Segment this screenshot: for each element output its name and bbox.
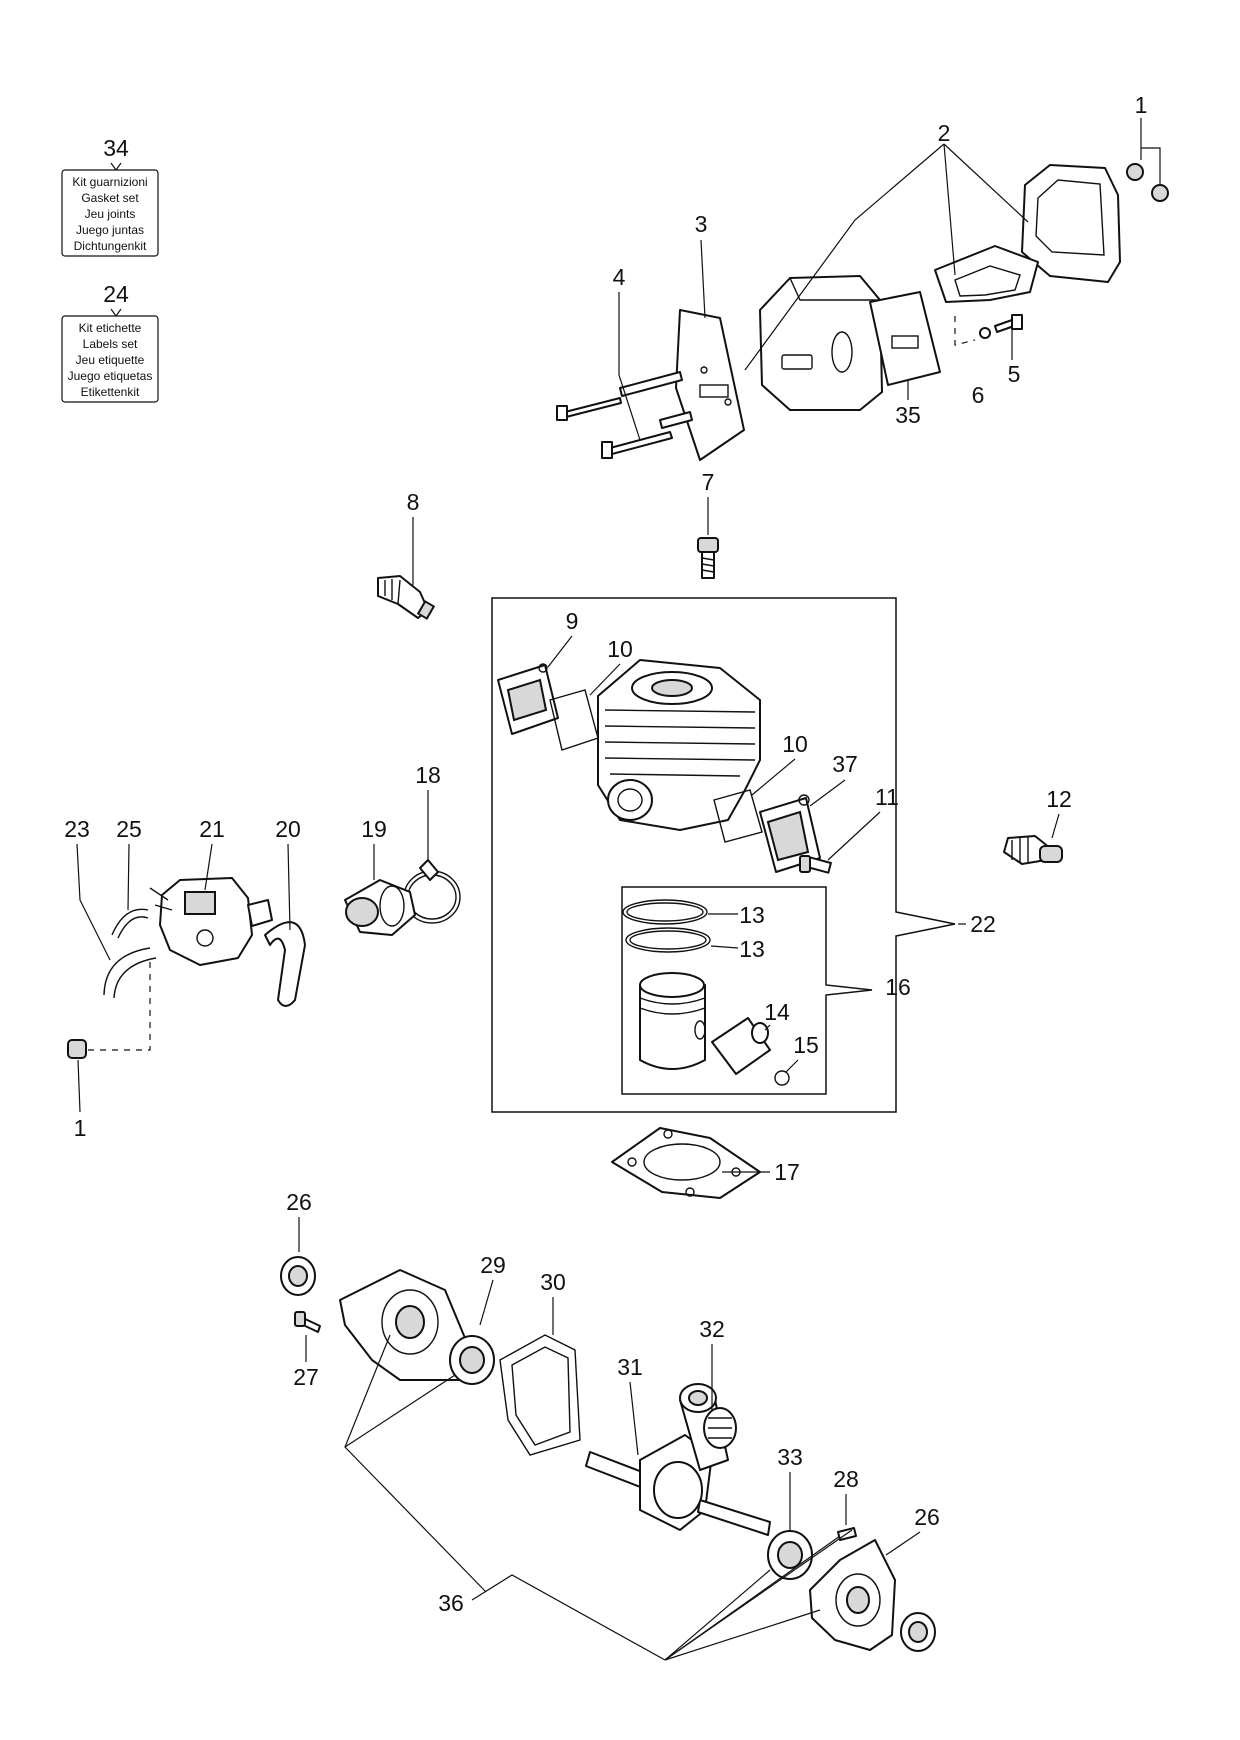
decompression-valve: 12 <box>1003 786 1072 865</box>
callout-32: 32 <box>699 1316 725 1342</box>
callout-3: 3 <box>695 211 708 237</box>
fuel-pipe-small-part <box>111 908 149 936</box>
piston-ring-part <box>622 899 708 925</box>
callout-33: 33 <box>777 1444 803 1470</box>
gasket-kit-line-4: Juego juntas <box>76 223 144 237</box>
labels-kit-line-4: Juego etiquetas <box>68 369 153 383</box>
callout-4: 4 <box>613 264 626 290</box>
callout-28: 28 <box>833 1466 859 1492</box>
callout-10-b: 10 <box>782 731 808 757</box>
muffler-body-part <box>759 275 883 411</box>
callout-19: 19 <box>361 816 387 842</box>
callout-35: 35 <box>895 402 921 428</box>
callout-31: 31 <box>617 1354 643 1380</box>
callout-37: 37 <box>832 751 858 777</box>
intake-group: 18 19 <box>344 762 461 936</box>
fuel-pipe-large-part <box>103 947 151 996</box>
callout-36: 36 <box>438 1590 464 1616</box>
callout-14: 14 <box>764 999 790 1025</box>
callout-7: 7 <box>702 469 715 495</box>
callout-17: 17 <box>774 1159 800 1185</box>
nut-part <box>1151 184 1169 202</box>
crankcase-gasket-part <box>499 1334 581 1456</box>
gasket-kit-line-5: Dichtungenkit <box>74 239 147 253</box>
callout-18: 18 <box>415 762 441 788</box>
cylinder-kit-group: 22 9 10 10 37 11 16 <box>491 597 996 1113</box>
bolt-part <box>564 397 622 418</box>
callout-13-a: 13 <box>739 902 765 928</box>
labels-kit-line-5: Etikettenkit <box>81 385 140 399</box>
carburetor-part <box>159 877 253 966</box>
washer-part <box>979 327 991 339</box>
callout-25: 25 <box>116 816 142 842</box>
callout-1-bottom: 1 <box>74 1115 87 1141</box>
intake-gasket-part <box>549 689 599 751</box>
heat-shield-part <box>934 245 1039 303</box>
base-gasket: 17 <box>611 1127 800 1199</box>
nut-part <box>67 1039 87 1059</box>
callout-20: 20 <box>275 816 301 842</box>
callout-23: 23 <box>64 816 90 842</box>
spark-plug: 8 <box>377 489 436 620</box>
labels-kit-label: 24 Kit etichette Labels set Jeu etiquett… <box>61 281 159 403</box>
callout-26-b: 26 <box>914 1504 940 1530</box>
callout-6: 6 <box>972 382 985 408</box>
muffler-group: 1 2 <box>556 92 1169 461</box>
callout-29: 29 <box>480 1252 506 1278</box>
cylinder-screw: 7 <box>697 469 719 579</box>
carburetor-group: 21 20 25 23 1 <box>64 816 306 1141</box>
callout-34: 34 <box>103 135 129 161</box>
gasket-kit-line-2: Gasket set <box>81 191 139 205</box>
callout-13-b: 13 <box>739 936 765 962</box>
gasket-kit-line-1: Kit guarnizioni <box>72 175 147 189</box>
callout-30: 30 <box>540 1269 566 1295</box>
callout-1-top: 1 <box>1135 92 1148 118</box>
callout-8: 8 <box>407 489 420 515</box>
piston-part <box>639 984 706 1070</box>
labels-kit-line-3: Jeu etiquette <box>76 353 145 367</box>
callout-16: 16 <box>885 974 911 1000</box>
gasket-kit-line-3: Jeu joints <box>85 207 136 221</box>
callout-9: 9 <box>566 608 579 634</box>
gasket-kit-label: 34 Kit guarnizioni Gasket set Jeu joints… <box>61 135 159 257</box>
callout-21: 21 <box>199 816 225 842</box>
callout-2: 2 <box>938 120 951 146</box>
circlip-part <box>774 1070 790 1086</box>
callout-26-a: 26 <box>286 1189 312 1215</box>
callout-22: 22 <box>970 911 996 937</box>
callout-24: 24 <box>103 281 129 307</box>
labels-kit-line-2: Labels set <box>83 337 138 351</box>
exhaust-gasket-part <box>869 291 941 386</box>
callout-12: 12 <box>1046 786 1072 812</box>
labels-kit-line-1: Kit etichette <box>79 321 142 335</box>
crankcase-group: 26 27 29 30 31 32 <box>280 1189 940 1661</box>
callout-27: 27 <box>293 1364 319 1390</box>
impulse-pipe-part <box>264 921 306 1007</box>
callout-10-a: 10 <box>607 636 633 662</box>
callout-15: 15 <box>793 1032 819 1058</box>
callout-11: 11 <box>875 784 899 810</box>
nut-part <box>1126 163 1144 181</box>
callout-5: 5 <box>1008 361 1021 387</box>
